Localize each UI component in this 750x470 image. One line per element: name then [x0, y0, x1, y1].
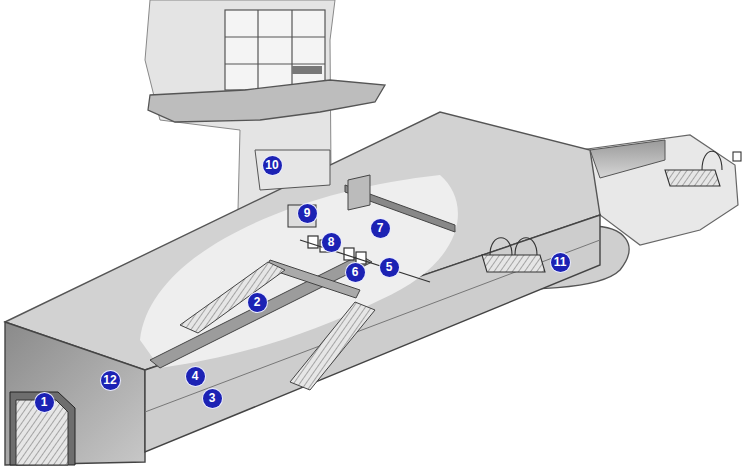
callout-number: 12 [101, 371, 120, 390]
callout-number: 9 [298, 204, 317, 223]
callout-number: 2 [248, 293, 267, 312]
callout-number: 10 [263, 156, 282, 175]
callout-number: 6 [346, 263, 365, 282]
callout-number: 3 [203, 389, 222, 408]
callout-number: 7 [371, 219, 390, 238]
callout-number: 8 [322, 233, 341, 252]
callout-number: 1 [35, 393, 54, 412]
callout-number: 4 [186, 367, 205, 386]
callout-number: 11 [551, 253, 570, 272]
callout-number: 5 [380, 258, 399, 277]
